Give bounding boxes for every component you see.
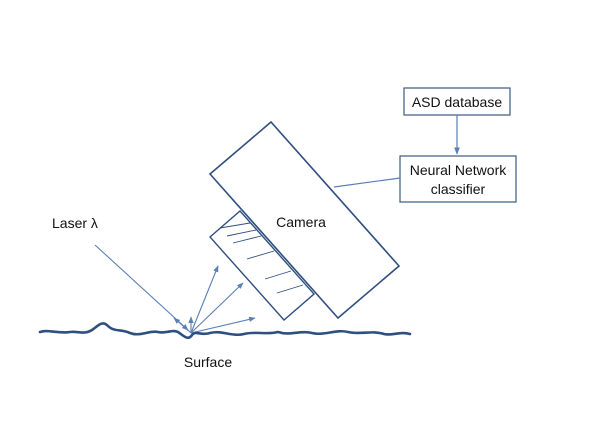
asd-database-box (403, 87, 511, 116)
neural-network-classifier-box (399, 155, 517, 203)
surface-label: Surface (184, 354, 232, 370)
laser-beam-arrow (94, 244, 189, 331)
scattered-light-arrows (173, 265, 256, 334)
classifier-label-line2: classifier (431, 181, 486, 197)
camera-body (208, 120, 401, 320)
classifier-label-line1: Neural Network (410, 162, 507, 178)
surface-line (38, 322, 412, 340)
camera-label: Camera (276, 214, 326, 230)
asd-database-label: ASD database (412, 94, 502, 110)
laser-label: Laser λ (52, 215, 98, 231)
camera-lens (209, 210, 315, 321)
camera-to-classifier-connector (333, 177, 401, 188)
